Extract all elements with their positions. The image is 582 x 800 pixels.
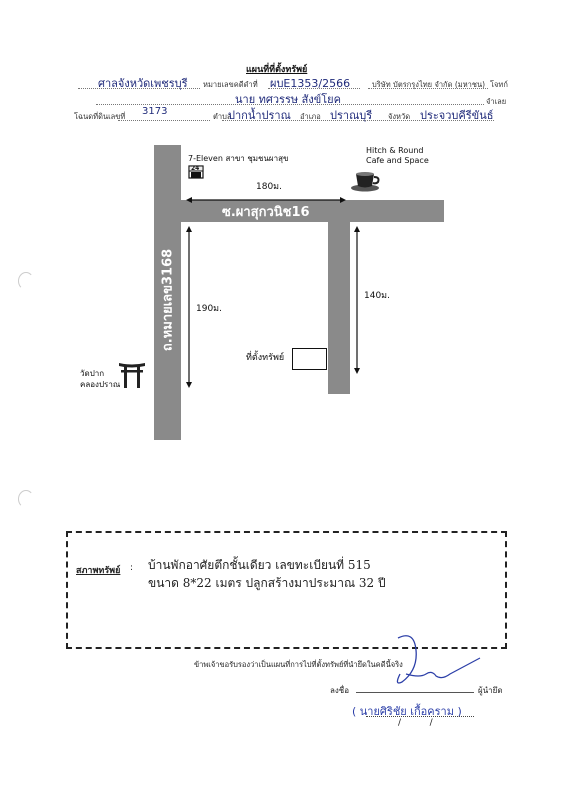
distance-label-180: 180ม.	[256, 182, 282, 192]
sign-label: ลงชื่อ	[330, 686, 350, 695]
distance-arrow-180	[186, 189, 346, 203]
road-horizontal	[154, 200, 444, 222]
defendant-line	[96, 104, 484, 105]
distance-arrow-190	[185, 226, 193, 388]
road-vertical	[154, 145, 181, 440]
coffee-cup-icon	[350, 168, 382, 192]
signer-name-underline	[366, 716, 474, 717]
province-label: จังหวัด	[388, 112, 411, 121]
deed-line	[118, 120, 210, 121]
province-value: ประจวบคีรีขันธ์	[420, 109, 494, 122]
plaintiff-role: โจทก์	[490, 80, 508, 89]
page-title: แผนที่ที่ตั้งทรัพย์	[246, 65, 308, 75]
property-map-label: ที่ตั้งทรัพย์	[246, 353, 285, 363]
court-line	[78, 88, 200, 89]
subdistrict-value: ปากน้ำปราณ	[228, 109, 291, 122]
signature-stroke	[380, 628, 490, 698]
property-description-line2: ขนาด 8*22 เมตร ปลูกสร้างมาประมาณ 32 ปี	[148, 576, 386, 590]
distance-arrow-140	[353, 226, 361, 374]
store-badge: 24	[191, 165, 200, 172]
distance-label-140: 140ม.	[364, 291, 390, 301]
black-case-value: ผบE1353/2566	[270, 77, 351, 90]
distance-label-190: 190ม.	[196, 304, 222, 314]
district-value: ปราณบุรี	[330, 109, 373, 122]
torii-gate-icon	[118, 360, 146, 388]
punch-hole-top	[18, 272, 34, 290]
certify-text: ข้าพเจ้าขอรับรองว่าเป็นแผนที่การไปที่ตั้…	[194, 660, 403, 669]
location-line	[222, 120, 494, 121]
temple-label: วัดปาก คลองปราณ	[80, 369, 121, 389]
signer-name: ( นายศิริชัย เกื้อคราม )	[352, 705, 462, 718]
black-case-label: หมายเลขคดีดำที่	[203, 80, 258, 89]
punch-hole-bottom	[18, 490, 34, 508]
property-description-label: สภาพทรัพย์	[76, 566, 121, 576]
property-description-colon: :	[130, 563, 134, 573]
property-description-line1: บ้านพักอาศัยตึกชั้นเดียว เลขทะเบียนที่ 5…	[148, 558, 371, 572]
sign-role: ผู้นำยึด	[478, 686, 503, 695]
property-box	[292, 348, 327, 370]
cafe-label: Hitch & Round Cafe and Space	[366, 146, 429, 165]
defendant-role: จำเลย	[486, 97, 507, 106]
district-label: อำเภอ	[300, 112, 321, 121]
plaintiff-line	[368, 88, 488, 89]
road-soi-branch	[328, 200, 350, 394]
road-horizontal-label: ซ.ผาสุกวนิช16	[222, 205, 310, 220]
court-name: ศาลจังหวัดเพชรบุรี	[98, 77, 188, 90]
black-case-line	[268, 88, 360, 89]
seven-eleven-label: 7-Eleven สาขา ชุมชนผาสุข	[188, 154, 289, 163]
defendant-name: นาย ทศวรรษ สังข์โยค	[235, 93, 341, 106]
sign-line	[356, 692, 474, 693]
deed-label: โฉนดที่ดินเลขที่	[74, 112, 126, 121]
store-icon: 24	[188, 164, 204, 179]
deed-value: 3173	[142, 106, 168, 117]
plaintiff-name: บริษัท บัตรกรุงไทย จำกัด (มหาชน)	[372, 80, 486, 89]
subdistrict-label: ตำบล	[213, 112, 232, 121]
property-description-box	[66, 531, 507, 649]
slashes: / /	[398, 718, 433, 728]
road-vertical-label: ถ.หมายเลข3168	[160, 248, 176, 352]
